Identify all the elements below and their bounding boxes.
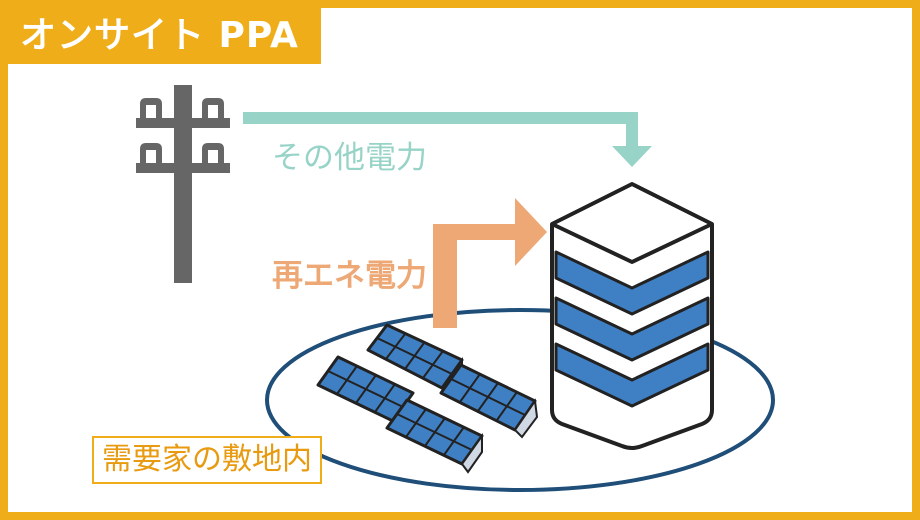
solar-panel [385, 398, 484, 474]
renewable-power-label: 再エネ電力 [272, 258, 427, 294]
renewable-power-arrow [433, 198, 547, 328]
grid-power-label: その他電力 [272, 140, 427, 176]
solar-panel [439, 363, 539, 439]
site-label: 需要家の敷地内 [92, 436, 322, 484]
utility-pole-icon [136, 85, 230, 283]
solar-panel-icon [316, 323, 539, 474]
grid-power-arrow [243, 112, 652, 167]
building-icon [550, 182, 714, 450]
diagram-title: オンサイト PPA [8, 8, 321, 64]
